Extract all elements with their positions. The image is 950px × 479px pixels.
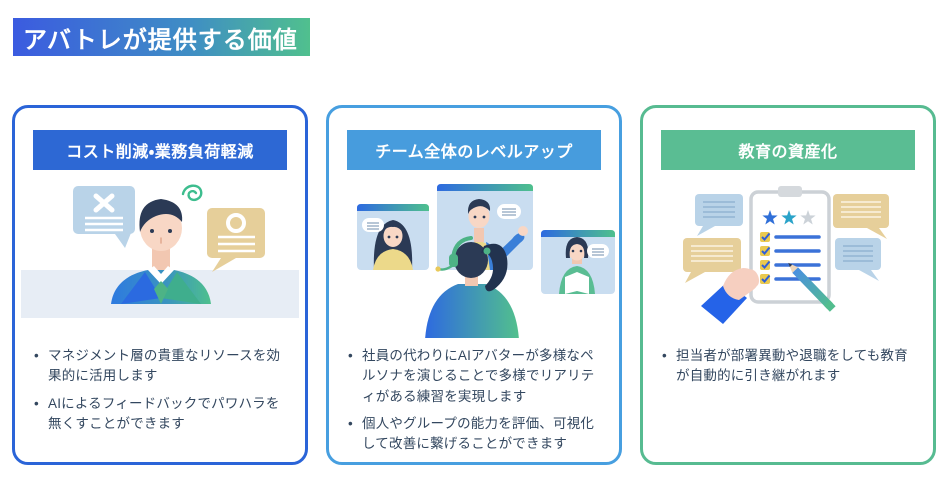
ok-speech-bubble-icon — [207, 208, 265, 272]
card-education-asset: 教育の資産化 — [640, 105, 936, 465]
bullet-item: 社員の代わりにAIアバターが多様なペルソナを演じることで多様でリアリティがある練… — [345, 346, 603, 407]
bullet-item: AIによるフィードバックでパワハラを無くすことができます — [31, 394, 289, 435]
value-cards: コスト削減・業務負荷軽減 — [12, 105, 936, 465]
video-call-avatars-svg — [357, 184, 615, 338]
clipboard-checklist-illustration — [643, 178, 933, 338]
card-team-level-up: チーム全体のレベルアップ — [326, 105, 622, 465]
pencil-icon — [788, 262, 836, 312]
card-team-level-up-bullets: 社員の代わりにAIアバターが多様なペルソナを演じることで多様でリアリティがある練… — [345, 346, 603, 461]
card-team-level-up-header: チーム全体のレベルアップ — [347, 130, 601, 170]
comment-bubble-tan-left-icon — [683, 238, 741, 283]
comment-bubble-blue-right-icon — [835, 238, 881, 281]
holding-hand — [701, 268, 760, 324]
comment-bubble-tan-top-right-icon — [833, 194, 889, 239]
man-with-feedback-bubbles-illustration — [15, 178, 305, 338]
card-cost-reduction-header: コスト削減・業務負荷軽減 — [33, 130, 287, 170]
rating-stars — [762, 210, 816, 225]
card-cost-reduction-bullets: マネジメント層の貴重なリソースを効果的に活用します AIによるフィードバックでパ… — [31, 346, 289, 441]
businessman-figure — [111, 184, 211, 304]
star-filled-teal-icon — [781, 210, 797, 225]
bullet-item: マネジメント層の貴重なリソースを効果的に活用します — [31, 346, 289, 387]
bullet-item: 個人やグループの能力を評価、可視化して改善に繋げることができます — [345, 414, 603, 455]
bullet-item: 担当者が部署異動や退職をしても教育が自動的に引き継がれます — [659, 346, 917, 387]
checklist-rows — [760, 232, 821, 284]
star-empty-gray-icon — [800, 210, 816, 225]
clipboard-checklist-svg — [683, 186, 889, 324]
video-call-avatars-illustration — [329, 178, 619, 338]
video-window-left — [357, 204, 429, 270]
card-education-asset-header: 教育の資産化 — [661, 130, 915, 170]
ng-speech-bubble-icon — [73, 186, 135, 248]
star-filled-blue-icon — [762, 210, 778, 225]
page-title: アバトレが提供する価値 — [13, 18, 310, 56]
video-window-right — [541, 230, 615, 294]
card-cost-reduction: コスト削減・業務負荷軽減 — [12, 105, 308, 465]
comment-bubble-blue-top-left-icon — [695, 194, 743, 236]
trainee-with-headset-figure — [425, 236, 519, 338]
clipboard — [749, 186, 831, 304]
man-with-feedback-bubbles-svg — [21, 184, 299, 318]
card-education-asset-bullets: 担当者が部署異動や退職をしても教育が自動的に引き継がれます — [659, 346, 917, 394]
